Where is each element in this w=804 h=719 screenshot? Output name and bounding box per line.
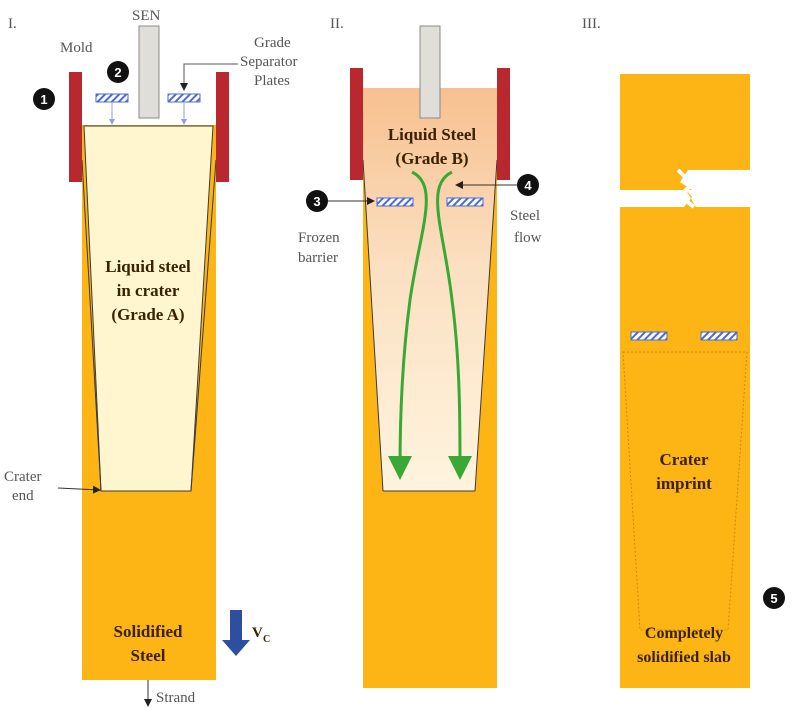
grade-separator-label-1: Grade — [254, 35, 291, 51]
grade-separator-leader — [180, 63, 238, 91]
shell-line-right — [190, 159, 217, 492]
marker-4-circle — [517, 174, 539, 196]
solidified-label-2: Steel — [131, 646, 166, 665]
marker-1-text: 1 — [40, 92, 47, 107]
mold-wall-right-two — [497, 68, 510, 180]
grade-separator-label-3: Plates — [254, 73, 290, 89]
steel-flow-arrow-right — [436, 170, 472, 480]
frozen-barrier-label-1: Frozen — [298, 230, 340, 246]
grade-separator-label-2: Separator — [240, 54, 297, 70]
casting-speed-subscript: C — [263, 634, 270, 645]
panel-two: II. Liquid Steel (Grade B) 3 4 Frozen ba… — [298, 16, 542, 688]
marker-4-text: 4 — [524, 178, 532, 193]
panel-label-three: III. — [582, 16, 601, 32]
mold-label: Mold — [60, 40, 93, 56]
panel-label-one: I. — [8, 16, 17, 32]
panel-three: III. Crater imprint Completely solidifie… — [582, 16, 785, 688]
crater-imprint-label-2: imprint — [656, 474, 712, 493]
mold-wall-right — [216, 72, 229, 182]
frozen-barrier-right — [446, 197, 484, 207]
separator-plate-right — [167, 93, 201, 103]
marker-5-circle — [763, 587, 785, 609]
mold-wall-left-two — [350, 68, 363, 180]
sen-nozzle-two — [419, 25, 441, 119]
slab-break-gap — [676, 168, 696, 209]
casting-speed-arrow — [222, 610, 250, 656]
liquid-a-line-3: (Grade A) — [111, 305, 184, 324]
solidified-label-1: Solidified — [114, 622, 184, 641]
liquid-a-line-1: Liquid steel — [105, 257, 191, 276]
sen-label: SEN — [132, 8, 161, 24]
marker-3-circle — [306, 190, 328, 212]
frozen-barrier-left — [376, 197, 414, 207]
steel-flow-label-1: Steel — [510, 208, 540, 224]
frozen-barrier-label-2: barrier — [298, 250, 338, 266]
shell-line-left-two — [362, 159, 384, 492]
shell-line-left — [81, 159, 102, 492]
embedded-plate-right — [700, 331, 738, 341]
liquid-b-line-2: (Grade B) — [395, 149, 468, 168]
crater-end-label-2: end — [12, 488, 34, 504]
marker-2-text: 2 — [114, 65, 121, 80]
sen-nozzle — [138, 25, 160, 119]
panel-label-two: II. — [330, 16, 344, 32]
liquid-a-line-2: in crater — [117, 281, 180, 300]
separator-plate-left — [95, 93, 129, 103]
panel-one: I. SEN Mold Grade Separator Plates 1 2 L… — [4, 8, 297, 707]
shell-line-right-two — [474, 159, 498, 492]
steel-flow-arrow-left — [388, 170, 428, 480]
liquid-pool-grade-b — [363, 88, 497, 491]
marker-2-circle — [107, 61, 129, 83]
completely-solidified-label-1: Completely — [645, 625, 723, 642]
embedded-plate-left — [630, 331, 668, 341]
marker-1-circle — [33, 88, 55, 110]
completely-solidified-label-2: solidified slab — [637, 649, 731, 666]
crater-imprint-label-1: Crater — [659, 450, 709, 469]
slab-top-piece — [620, 74, 750, 190]
strand-label: Strand — [156, 690, 196, 706]
liquid-b-line-1: Liquid Steel — [388, 125, 477, 144]
crater-end-label-1: Crater — [4, 469, 41, 485]
marker-5-text: 5 — [770, 591, 777, 606]
slab-bottom-body — [620, 207, 750, 688]
steel-flow-label-2: flow — [514, 230, 542, 246]
marker-3-text: 3 — [313, 194, 320, 209]
mold-wall-left — [69, 72, 82, 182]
crater-end-arrow — [57, 485, 101, 494]
casting-speed-label: V — [252, 625, 263, 641]
